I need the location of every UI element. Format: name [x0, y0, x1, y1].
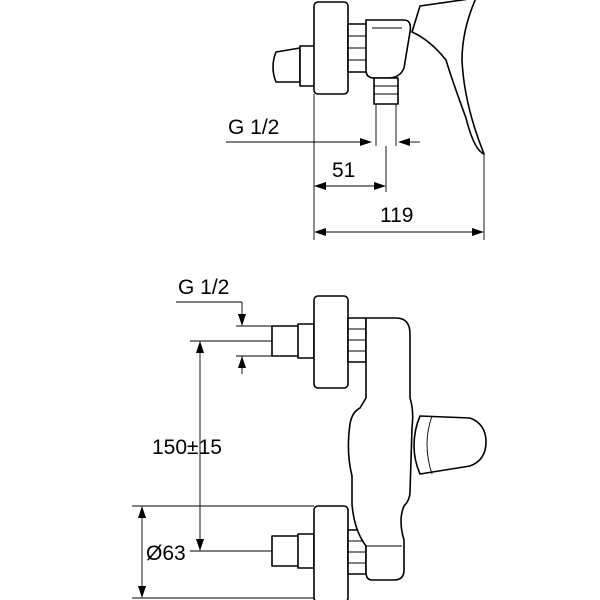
front-thread-label: G 1/2: [178, 276, 229, 299]
front-upper-pipe: [271, 325, 301, 357]
front-lower-rosette: [313, 505, 349, 600]
side-thread-label: G 1/2: [228, 116, 279, 139]
front-dim-rosette: Ø63: [146, 542, 186, 565]
side-outlet-fitting: [373, 77, 399, 105]
side-dim-51: 51: [332, 159, 355, 182]
front-dim-centers: 150±15: [152, 436, 222, 459]
front-mixer-body: [347, 317, 414, 581]
side-pipe-connector: [299, 45, 316, 87]
side-wall-rosette: [313, 1, 349, 95]
side-inlet-pipe: [272, 47, 301, 83]
front-view: G 1/2 150±15 Ø63: [132, 276, 487, 600]
front-lower-pipe: [271, 535, 301, 567]
side-view: G 1/2 51 119: [226, 0, 485, 240]
front-upper-rosette: [313, 295, 349, 389]
side-mixer-body: [365, 19, 412, 79]
side-dim-119: 119: [380, 204, 413, 227]
side-lever-handle: [411, 0, 485, 155]
front-lever-handle: [413, 415, 487, 475]
